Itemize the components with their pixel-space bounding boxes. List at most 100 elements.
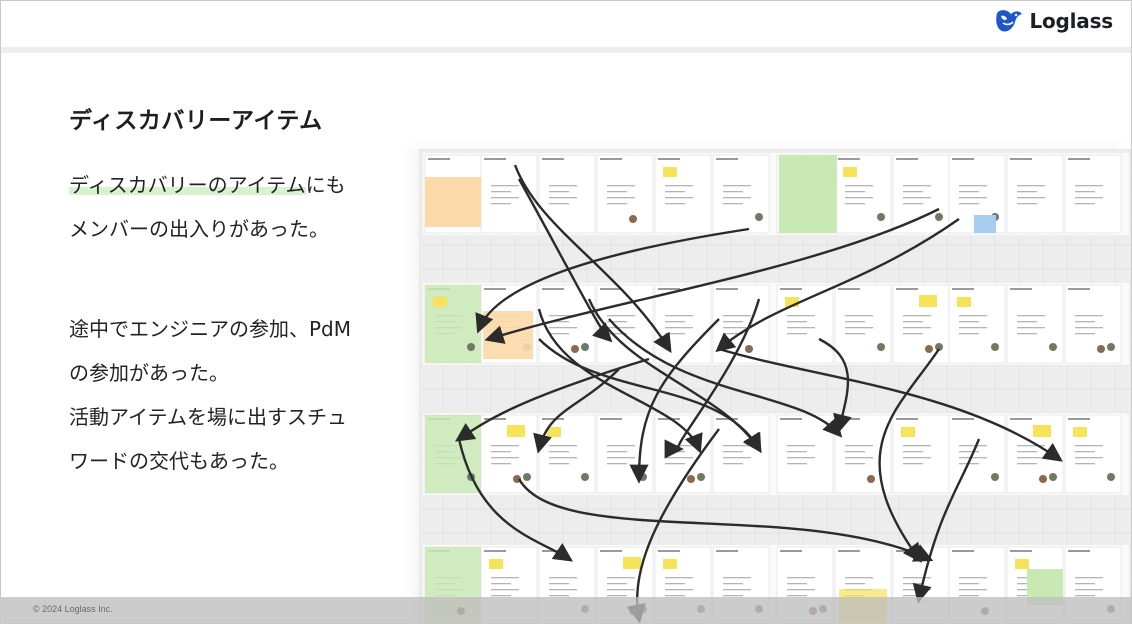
- card-heading: [600, 158, 622, 160]
- green-area: [425, 285, 481, 363]
- card-text-line: [607, 445, 635, 447]
- card-heading: [658, 288, 680, 290]
- card-text-line: [1017, 197, 1045, 199]
- card-text-line: [549, 457, 577, 459]
- card-text-line: [665, 191, 685, 193]
- card-heading: [658, 158, 680, 160]
- paragraph-line: 活動アイテムを場に出すスチュ: [69, 405, 347, 429]
- card-text-line: [1075, 451, 1095, 453]
- orange-sticky: [483, 311, 533, 359]
- card-text-line: [903, 583, 923, 585]
- brand-logo: Loglass: [994, 6, 1113, 36]
- card-heading: [1068, 418, 1090, 420]
- card-text-line: [1075, 327, 1103, 329]
- card-text-line: [1075, 185, 1103, 187]
- card-text-line: [549, 203, 569, 205]
- card-heading: [1010, 418, 1032, 420]
- board-card: [712, 154, 770, 234]
- card-heading: [716, 418, 738, 420]
- card-text-line: [787, 445, 815, 447]
- card-text-line: [665, 457, 693, 459]
- card-text-line: [549, 451, 569, 453]
- card-text-line: [903, 333, 923, 335]
- card-heading: [896, 158, 918, 160]
- card-heading: [838, 550, 860, 552]
- blue-sticky: [974, 215, 996, 233]
- connector-arrow: [484, 207, 940, 344]
- card-text-line: [549, 333, 569, 335]
- yellow-sticky: [957, 297, 971, 307]
- card-text-line: [1075, 315, 1103, 317]
- copyright-text: © 2024 Loglass Inc.: [33, 604, 113, 614]
- card-heading: [716, 550, 738, 552]
- card-heading: [952, 288, 974, 290]
- avatar-dot: [991, 473, 999, 481]
- yellow-sticky: [1033, 425, 1051, 437]
- card-text-line: [607, 457, 635, 459]
- avatar-dot: [1039, 475, 1047, 483]
- avatar-dot: [1049, 473, 1057, 481]
- card-text-line: [723, 185, 751, 187]
- avatar-dot: [877, 343, 885, 351]
- connector-arrow: [533, 368, 620, 454]
- connector-arrow: [912, 438, 981, 604]
- board-card: [538, 414, 596, 494]
- card-heading: [1068, 550, 1090, 552]
- brand-name: Loglass: [1029, 9, 1113, 33]
- card-text-line: [723, 595, 743, 597]
- card-text-line: [491, 191, 511, 193]
- avatar-dot: [755, 213, 763, 221]
- card-text-line: [607, 185, 635, 187]
- yellow-sticky: [663, 167, 677, 177]
- yellow-sticky: [919, 295, 937, 307]
- card-text-line: [723, 445, 751, 447]
- board-card: [654, 284, 712, 364]
- card-heading: [716, 158, 738, 160]
- green-area: [779, 155, 837, 233]
- card-text-line: [1017, 185, 1045, 187]
- card-text-line: [1075, 577, 1103, 579]
- card-text-line: [723, 589, 751, 591]
- connector-arrow: [878, 348, 940, 563]
- avatar-dot: [867, 475, 875, 483]
- board-card: [1064, 414, 1122, 494]
- card-text-line: [665, 185, 693, 187]
- avatar-dot: [935, 343, 943, 351]
- board-card: [948, 414, 1006, 494]
- avatar-dot: [629, 215, 637, 223]
- card-heading: [600, 550, 622, 552]
- card-text-line: [1017, 333, 1037, 335]
- card-text-line: [903, 315, 931, 317]
- card-text-line: [1017, 451, 1037, 453]
- card-text-line: [1075, 203, 1095, 205]
- yellow-sticky: [623, 557, 641, 569]
- card-text-line: [1017, 457, 1045, 459]
- card-text-line: [549, 185, 577, 187]
- card-text-line: [787, 327, 815, 329]
- avatar-dot: [523, 473, 531, 481]
- card-text-line: [607, 463, 627, 465]
- card-text-line: [549, 321, 569, 323]
- avatar-dot: [581, 473, 589, 481]
- avatar-dot: [925, 345, 933, 353]
- card-text-line: [491, 463, 511, 465]
- card-text-line: [903, 185, 931, 187]
- card-heading: [780, 550, 802, 552]
- board-card: [596, 154, 654, 234]
- card-text-line: [723, 451, 743, 453]
- card-text-line: [845, 203, 865, 205]
- card-heading: [542, 158, 564, 160]
- card-text-line: [845, 445, 873, 447]
- card-text-line: [1075, 333, 1095, 335]
- yellow-sticky: [489, 559, 503, 569]
- card-heading: [1010, 550, 1032, 552]
- card-text-line: [959, 321, 979, 323]
- card-text-line: [665, 577, 693, 579]
- avatar-dot: [467, 343, 475, 351]
- avatar-dot: [745, 345, 753, 353]
- card-text-line: [549, 197, 577, 199]
- page-title: ディスカバリーアイテム: [69, 108, 323, 134]
- loglass-bird-logo-icon: [996, 10, 1023, 32]
- card-text-line: [1017, 463, 1037, 465]
